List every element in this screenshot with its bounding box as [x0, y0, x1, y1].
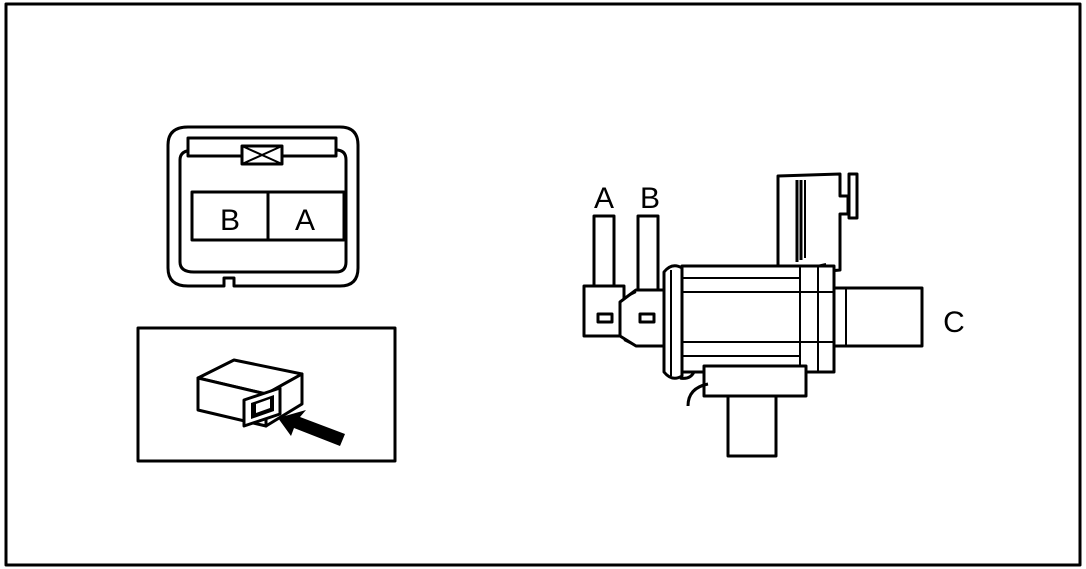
valve-hook	[686, 382, 709, 407]
view-direction-inset	[136, 326, 397, 463]
solenoid-valve: A B C	[582, 172, 965, 458]
latch-x-icon	[240, 144, 284, 166]
connector-box-icon	[196, 358, 304, 428]
valve-main-body	[680, 264, 836, 374]
valve-bottom-tube	[726, 394, 778, 458]
valve-electrical-connector	[776, 172, 859, 278]
port-b-label: B	[640, 182, 660, 215]
inset-frame	[136, 326, 397, 463]
connector-face-view: B A	[166, 125, 360, 288]
port-c-label: C	[943, 306, 965, 339]
port-c-tube	[832, 286, 924, 348]
terminal-label-a: A	[295, 204, 315, 237]
valve-flange	[662, 264, 684, 380]
terminal-label-b: B	[220, 204, 240, 237]
arrow-icon	[278, 410, 345, 446]
valve-port-block	[582, 284, 678, 348]
outer-frame	[4, 2, 1082, 567]
connector-housing-inner	[178, 148, 348, 274]
connector-housing-outer	[166, 125, 360, 288]
port-b-tube	[636, 214, 660, 292]
valve-lower-body	[702, 364, 808, 398]
port-a-label: A	[594, 182, 614, 215]
port-a-tube	[592, 214, 616, 292]
